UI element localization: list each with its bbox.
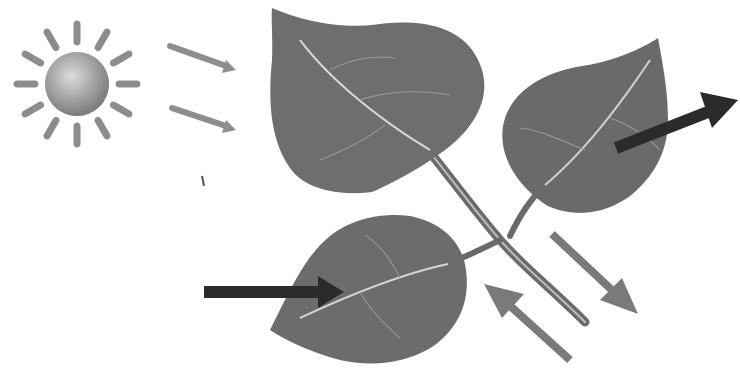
sun-ray: [47, 120, 56, 136]
sun-ray: [47, 32, 56, 48]
leaf-right: [502, 38, 668, 213]
sun-ray: [98, 120, 107, 136]
sun-ray: [25, 105, 41, 114]
sunlight-arrow-upper: [170, 46, 236, 73]
sun-ray: [98, 32, 107, 48]
sun-ray: [113, 54, 129, 63]
sun-ray: [25, 54, 41, 63]
sun-ray: [113, 105, 129, 114]
sun-icon: [17, 24, 137, 144]
small-tick-mark: [202, 176, 204, 186]
leaf-top-large: [270, 8, 484, 193]
sun-body: [45, 52, 109, 116]
arrow-into-leaf: [204, 276, 344, 308]
sunlight-arrow-lower: [172, 108, 236, 133]
